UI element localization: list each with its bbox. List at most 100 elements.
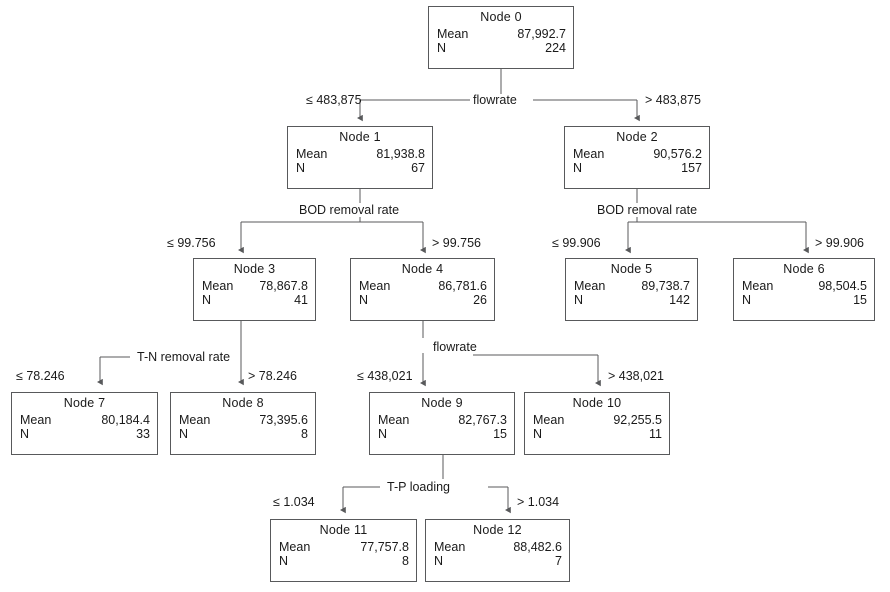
node-mean-value: 82,767.3	[458, 412, 507, 427]
node-mean-row: Mean 77,757.8	[271, 540, 416, 555]
node-mean-row: Mean 82,767.3	[370, 413, 514, 428]
node-mean-label: Mean	[434, 539, 466, 554]
node-n-value: 11	[649, 427, 662, 441]
node-n-row: N 11	[525, 427, 669, 445]
tree-node-node6[interactable]: Node 6 Mean 98,504.5 N 15	[733, 258, 875, 321]
node-n-row: N 33	[12, 427, 157, 445]
node-n-label: N	[378, 427, 388, 441]
node-title: Node 3	[233, 262, 276, 276]
node-mean-label: Mean	[20, 412, 52, 427]
node-mean-label: Mean	[202, 278, 234, 293]
node-mean-value: 92,255.5	[613, 412, 662, 427]
split-left-condition-tn-removal: ≤ 78.246	[16, 369, 65, 383]
node-n-value: 33	[136, 427, 150, 441]
tree-node-node11[interactable]: Node 11 Mean 77,757.8 N 8	[270, 519, 417, 582]
node-mean-row: Mean 73,395.6	[171, 413, 315, 428]
node-n-row: N 41	[194, 293, 315, 311]
node-n-label: N	[574, 293, 584, 307]
node-mean-label: Mean	[742, 278, 774, 293]
node-n-value: 41	[294, 293, 308, 307]
node-mean-label: Mean	[296, 146, 328, 161]
tree-node-node5[interactable]: Node 5 Mean 89,738.7 N 142	[565, 258, 698, 321]
node-n-label: N	[296, 161, 306, 175]
node-n-row: N 8	[271, 554, 416, 572]
node-mean-row: Mean 86,781.6	[351, 279, 494, 294]
node-n-value: 224	[545, 41, 566, 55]
tree-node-node7[interactable]: Node 7 Mean 80,184.4 N 33	[11, 392, 158, 455]
node-n-row: N 142	[566, 293, 697, 311]
node-n-label: N	[20, 427, 30, 441]
split-right-condition-flowrate-node4: > 438,021	[608, 369, 664, 383]
node-mean-value: 78,867.8	[259, 278, 308, 293]
node-mean-value: 77,757.8	[360, 539, 409, 554]
split-right-condition-bod-left: > 99.756	[432, 236, 482, 250]
node-n-row: N 157	[565, 161, 709, 179]
tree-node-node3[interactable]: Node 3 Mean 78,867.8 N 41	[193, 258, 316, 321]
tree-node-node1[interactable]: Node 1 Mean 81,938.8 N 67	[287, 126, 433, 189]
split-variable-tp-loading: T-P loading	[384, 481, 454, 494]
node-mean-value: 73,395.6	[259, 412, 308, 427]
split-right-condition-root: > 483,875	[645, 93, 701, 107]
node-title: Node 2	[616, 130, 658, 144]
node-n-value: 67	[411, 161, 425, 175]
node-title: Node 11	[319, 523, 368, 537]
node-mean-row: Mean 78,867.8	[194, 279, 315, 294]
node-mean-row: Mean 89,738.7	[566, 279, 697, 294]
node-n-value: 8	[402, 554, 409, 568]
tree-node-node2[interactable]: Node 2 Mean 90,576.2 N 157	[564, 126, 710, 189]
split-left-condition-tp-loading: ≤ 1.034	[273, 495, 315, 509]
node-title: Node 1	[339, 130, 381, 144]
node-n-label: N	[573, 161, 583, 175]
node-mean-label: Mean	[179, 412, 211, 427]
node-mean-value: 81,938.8	[376, 146, 425, 161]
split-variable-bod-left: BOD removal rate	[296, 204, 403, 217]
split-variable-bod-right: BOD removal rate	[594, 204, 701, 217]
node-n-value: 26	[473, 293, 487, 307]
split-left-condition-bod-right: ≤ 99.906	[552, 236, 601, 250]
node-mean-row: Mean 81,938.8	[288, 147, 432, 162]
node-n-label: N	[437, 41, 447, 55]
node-title: Node 8	[222, 396, 264, 410]
tree-node-node0[interactable]: Node 0 Mean 87,992.7 N 224	[428, 6, 574, 69]
node-mean-value: 88,482.6	[513, 539, 562, 554]
split-left-condition-bod-left: ≤ 99.756	[167, 236, 216, 250]
node-title: Node 4	[401, 262, 444, 276]
node-n-value: 7	[555, 554, 562, 568]
tree-node-node12[interactable]: Node 12 Mean 88,482.6 N 7	[425, 519, 570, 582]
node-n-value: 142	[669, 293, 690, 307]
node-mean-row: Mean 88,482.6	[426, 540, 569, 555]
node-mean-row: Mean 98,504.5	[734, 279, 874, 294]
tree-node-node10[interactable]: Node 10 Mean 92,255.5 N 11	[524, 392, 670, 455]
node-mean-value: 90,576.2	[653, 146, 702, 161]
node-mean-row: Mean 80,184.4	[12, 413, 157, 428]
split-right-condition-tn-removal: > 78.246	[248, 369, 298, 383]
tree-node-node9[interactable]: Node 9 Mean 82,767.3 N 15	[369, 392, 515, 455]
node-n-value: 15	[853, 293, 867, 307]
node-n-label: N	[742, 293, 752, 307]
node-mean-row: Mean 90,576.2	[565, 147, 709, 162]
tree-node-node4[interactable]: Node 4 Mean 86,781.6 N 26	[350, 258, 495, 321]
node-n-row: N 26	[351, 293, 494, 311]
node-mean-label: Mean	[359, 278, 391, 293]
node-n-row: N 8	[171, 427, 315, 445]
node-title: Node 0	[480, 10, 522, 24]
node-mean-row: Mean 92,255.5	[525, 413, 669, 428]
node-n-row: N 7	[426, 554, 569, 572]
node-n-label: N	[434, 554, 444, 568]
tree-node-node8[interactable]: Node 8 Mean 73,395.6 N 8	[170, 392, 316, 455]
node-title: Node 6	[783, 262, 825, 276]
node-n-label: N	[202, 293, 212, 307]
node-n-row: N 15	[370, 427, 514, 445]
node-n-label: N	[279, 554, 289, 568]
node-mean-row: Mean 87,992.7	[429, 27, 573, 42]
split-variable-flowrate-node4: flowrate	[430, 341, 480, 354]
node-mean-label: Mean	[574, 278, 606, 293]
node-n-value: 15	[493, 427, 507, 441]
split-variable-flowrate-root: flowrate	[470, 94, 520, 107]
node-title: Node 12	[473, 523, 522, 537]
split-variable-tn-removal: T-N removal rate	[134, 351, 234, 364]
node-mean-value: 86,781.6	[438, 278, 487, 293]
node-mean-value: 80,184.4	[101, 412, 150, 427]
node-mean-value: 87,992.7	[517, 26, 566, 41]
